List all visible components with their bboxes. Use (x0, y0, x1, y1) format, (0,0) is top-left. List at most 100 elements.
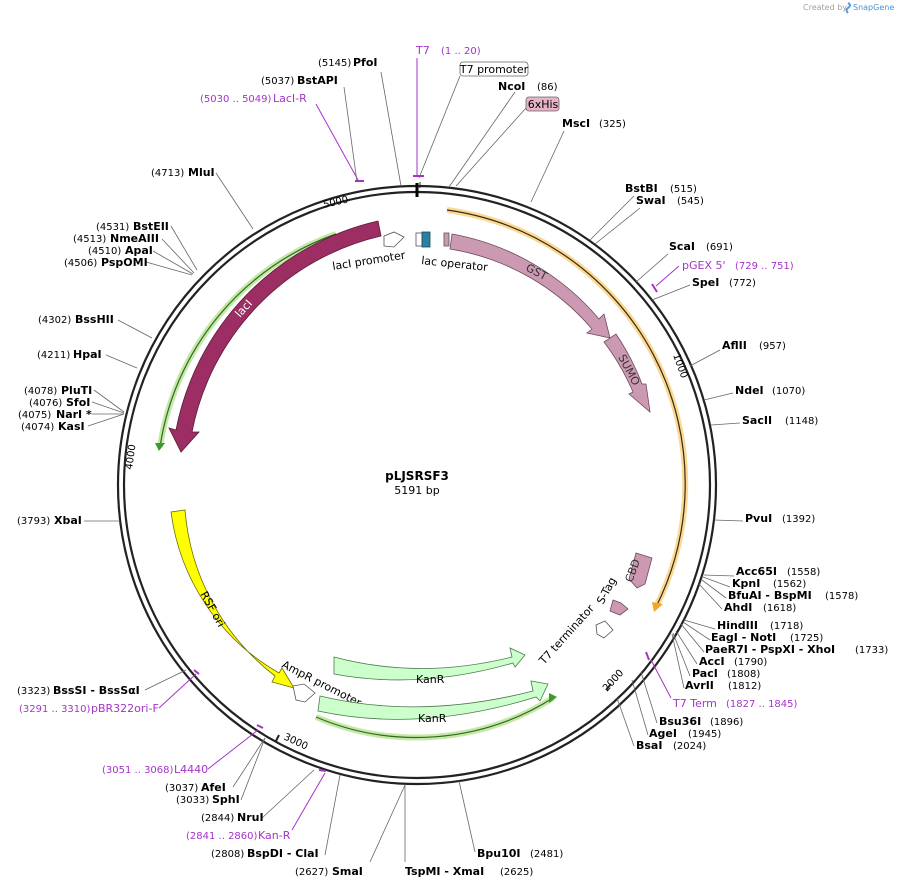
enzyme-ncoi-name: NcoI (498, 80, 525, 93)
cbd-feature[interactable] (628, 552, 653, 589)
laci-promoter-arrow[interactable] (383, 231, 405, 248)
enzyme-xbai-pos: (3793) (17, 516, 50, 527)
enzyme-kasi-pos: (4074) (21, 422, 54, 433)
orf-arrowhead (652, 602, 663, 612)
enzyme-bsu36i-pos: (1896) (710, 717, 743, 728)
tick-label-4000: 4000 (124, 444, 138, 471)
enzyme-scai-name: ScaI (669, 240, 695, 253)
laci-orf-arrowhead (155, 443, 165, 451)
enzyme-bsai-name: BsaI (636, 739, 662, 752)
enzyme-nmeaiii-pos: (4513) (73, 234, 106, 245)
stag-feature[interactable] (609, 599, 629, 616)
plasmid-name: pLJSRSF3 (385, 469, 449, 483)
enzyme-kpni-pos: (1562) (773, 579, 806, 590)
tick-2000 (605, 683, 612, 691)
enzyme-apai-name: ApaI (125, 244, 153, 257)
tick-label-5000: 5000 (322, 194, 349, 210)
t7-terminator-arrow[interactable] (595, 620, 614, 639)
enzyme-leaders (84, 71, 744, 863)
primer-laci-r-name: LacI-R (273, 92, 307, 105)
enzyme-paer7i-name: PaeR7I - PspXI - XhoI (705, 643, 835, 656)
enzyme-bsu36i-name: Bsu36I (659, 715, 701, 728)
primer-l4440-mark (256, 724, 264, 729)
primer-t7-name: T7 (415, 44, 430, 57)
t7-promoter-box[interactable]: T7 promoter (459, 61, 529, 77)
enzyme-sacii-pos: (1148) (785, 416, 818, 427)
tick-label-2000: 2000 (601, 668, 626, 694)
enzyme-smai-pos: (2627) (295, 867, 328, 878)
enzyme-pluti-pos: (4078) (24, 386, 57, 397)
enzyme-aflii-name: AflII (722, 339, 747, 352)
credit-text: Created by (803, 3, 847, 12)
enzyme-aflii-pos: (957) (759, 341, 786, 352)
enzyme-nari-pos: (4075) (18, 410, 51, 421)
enzyme-bstbi-pos: (515) (670, 184, 697, 195)
enzyme-bsssi-name: BssSI - BssSαI (53, 684, 140, 697)
enzyme-acc65i-pos: (1558) (787, 567, 820, 578)
plasmid-size: 5191 bp (394, 484, 439, 497)
enzyme-acc65i-name: Acc65I (736, 565, 777, 578)
primer-leaders (158, 58, 680, 831)
enzyme-bfuai-name: BfuAI - BspMI (728, 589, 812, 602)
enzyme-paci-pos: (1808) (727, 669, 760, 680)
enzyme-ahdi-name: AhdI (724, 601, 752, 614)
enzyme-bsssi-pos: (3323) (17, 686, 50, 697)
enzyme-labels: (5145) PfoI (5037) BstAPI NcoI (86) MscI… (17, 56, 888, 878)
enzyme-bstbi-name: BstBI (625, 182, 658, 195)
primer-t7term-name: T7 Term (672, 697, 717, 710)
enzyme-swai-pos: (545) (677, 196, 704, 207)
enzyme-msci-name: MscI (562, 117, 590, 130)
his-tag-box[interactable]: 6xHis (525, 96, 560, 112)
primer-kanr-name: Kan-R (258, 829, 291, 842)
kanr-feature-2[interactable] (317, 680, 549, 720)
enzyme-kpni-name: KpnI (732, 577, 760, 590)
lac-operator-feature[interactable] (421, 231, 431, 248)
rsf-ori-feature[interactable] (170, 509, 295, 689)
primer-pbr-name: pBR322ori-F (91, 702, 159, 715)
enzyme-pvui-pos: (1392) (782, 514, 815, 525)
enzyme-nari-name: NarI * (56, 408, 92, 421)
ampr-promoter-arrow[interactable] (292, 683, 316, 703)
enzyme-avrii-pos: (1812) (728, 681, 761, 692)
enzyme-pvui-name: PvuI (745, 512, 772, 525)
enzyme-bfuai-pos: (1578) (825, 591, 858, 602)
enzyme-smai-name: SmaI (332, 865, 363, 878)
primer-t7-pos: (1 .. 20) (441, 46, 481, 57)
kanr-feature-1[interactable] (333, 647, 526, 681)
sumo-feature[interactable] (603, 333, 651, 413)
enzyme-ncoi-pos: (86) (537, 82, 558, 93)
t7-promoter-leader (418, 75, 461, 179)
tick-3000 (275, 734, 280, 742)
laci-feature[interactable] (168, 220, 382, 453)
feature-small-box-2[interactable] (443, 232, 450, 247)
gst-feature[interactable] (449, 233, 611, 339)
enzyme-sfoi-name: SfoI (66, 396, 90, 409)
enzyme-pfoi-pos: (5145) (318, 58, 351, 69)
enzyme-apai-pos: (4510) (88, 246, 121, 257)
primer-kanr-pos: (2841 .. 2860) (186, 831, 258, 842)
snapgene-credit: Created by SnapGene (803, 2, 894, 14)
primer-pbr-pos: (3291 .. 3310) (19, 704, 91, 715)
sumo-label: SUMO (615, 352, 642, 388)
enzyme-nrui-pos: (2844) (201, 813, 234, 824)
t7-terminator-label: T7 terminator (536, 602, 597, 668)
enzyme-bstapi-name: BstAPI (297, 74, 338, 87)
t7-promoter-label: T7 promoter (459, 63, 529, 76)
enzyme-pluti-name: PluTI (61, 384, 92, 397)
enzyme-hpai-name: HpaI (73, 348, 102, 361)
enzyme-hindiii-name: HindIII (717, 619, 758, 632)
enzyme-pfoi-name: PfoI (353, 56, 378, 69)
enzyme-sphi-pos: (3033) (176, 795, 209, 806)
primer-pbr-mark (193, 669, 200, 675)
primer-t7term-mark (645, 651, 650, 661)
enzyme-nmeaiii-name: NmeAIII (110, 232, 159, 245)
primer-l4440-name: L4440 (174, 763, 208, 776)
enzyme-bstapi-pos: (5037) (261, 76, 294, 87)
enzyme-bpu10i-pos: (2481) (530, 849, 563, 860)
laci-promoter-label: lacI promoter (331, 249, 406, 273)
enzyme-spei-name: SpeI (692, 276, 719, 289)
enzyme-nrui-name: NruI (237, 811, 264, 824)
enzyme-sphi-name: SphI (212, 793, 240, 806)
feature-small-box[interactable] (415, 232, 423, 247)
enzyme-ahdi-pos: (1618) (763, 603, 796, 614)
